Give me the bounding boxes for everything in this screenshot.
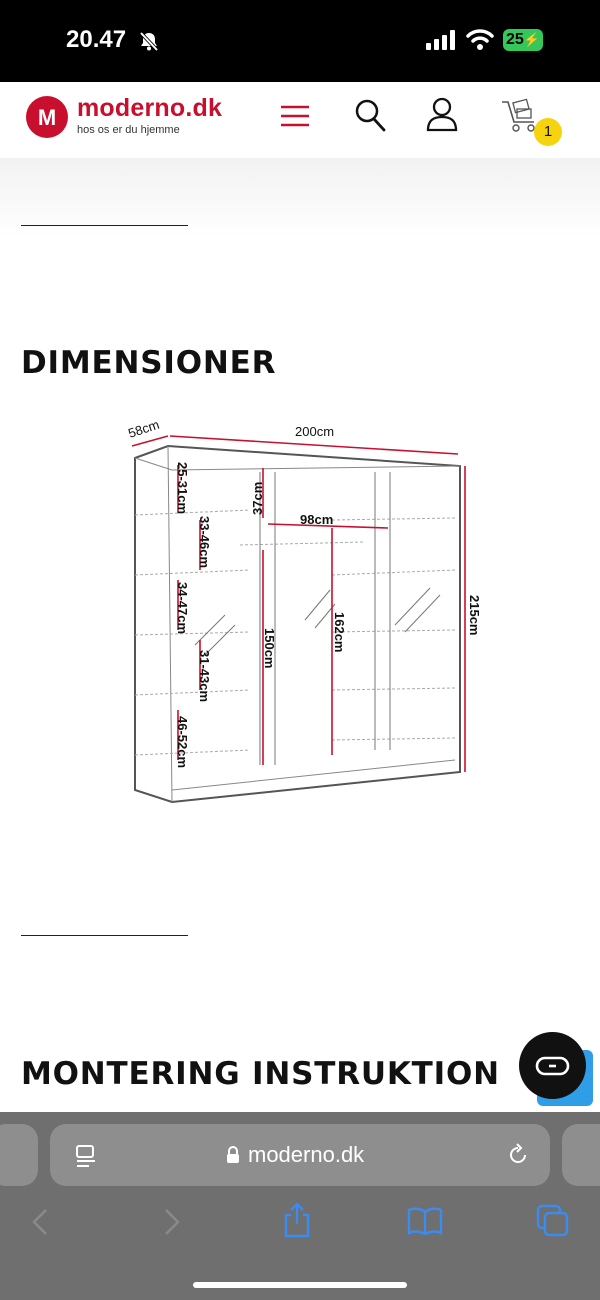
right-hang-label: 162cm xyxy=(332,612,347,652)
page-menu-icon[interactable] xyxy=(74,1144,98,1173)
back-icon[interactable] xyxy=(30,1208,50,1241)
user-icon[interactable] xyxy=(426,96,458,137)
shelf-spacing-label: 25-31cm xyxy=(175,462,190,514)
wardrobe-dimension-diagram: 58cm 200cm 215cm 37cm 98cm 150cm 162cm 2… xyxy=(120,410,500,810)
header-shadow xyxy=(0,158,600,238)
shelf-spacing-label: 31-43cm xyxy=(197,650,212,702)
rail-label: 98cm xyxy=(300,512,333,527)
menu-icon[interactable] xyxy=(280,104,310,133)
lock-icon xyxy=(226,1146,240,1169)
wifi-icon xyxy=(466,28,494,55)
depth-label: 58cm xyxy=(126,417,161,441)
home-indicator[interactable] xyxy=(193,1282,407,1288)
forward-icon[interactable] xyxy=(162,1208,182,1241)
brand-name[interactable]: moderno.dk xyxy=(77,94,223,122)
shelf-spacing-label: 46-52cm xyxy=(175,716,190,768)
url-text[interactable]: moderno.dk xyxy=(248,1142,365,1167)
status-bar: 20.47 25⚡ xyxy=(0,0,600,82)
logo-icon[interactable]: M xyxy=(26,96,68,138)
dimensions-heading: DIMENSIONER xyxy=(21,345,277,381)
logo-letter: M xyxy=(38,105,56,130)
assembly-heading: MONTERING INSTRUKTION xyxy=(21,1056,500,1092)
chat-icon xyxy=(535,1056,570,1076)
address-bar[interactable] xyxy=(50,1124,550,1186)
browser-toolbar: moderno.dk xyxy=(0,1112,600,1300)
reload-icon[interactable] xyxy=(506,1143,530,1172)
height-label: 215cm xyxy=(467,595,482,635)
cellular-signal-icon xyxy=(426,30,458,55)
chat-button[interactable] xyxy=(519,1032,586,1099)
divider xyxy=(21,225,188,226)
next-tab-pill[interactable] xyxy=(562,1124,600,1186)
battery-level: 25 xyxy=(506,31,524,48)
bookmarks-icon[interactable] xyxy=(406,1206,444,1241)
left-hang-label: 150cm xyxy=(262,628,277,668)
width-label: 200cm xyxy=(295,424,334,439)
cart-icon[interactable] xyxy=(500,96,540,139)
shelf-spacing-label: 34-47cm xyxy=(175,582,190,634)
battery-indicator: 25⚡ xyxy=(503,29,543,51)
site-header: M moderno.dk hos os er du hjemme xyxy=(0,82,600,158)
shelf-spacing-label: 33-46cm xyxy=(197,516,212,568)
cart-count-badge[interactable]: 1 xyxy=(534,118,562,146)
status-time: 20.47 xyxy=(66,26,127,53)
previous-tab-pill[interactable] xyxy=(0,1124,38,1186)
share-icon[interactable] xyxy=(282,1202,312,1243)
top-shelf-label: 37cm xyxy=(250,482,265,515)
tabs-icon[interactable] xyxy=(536,1204,570,1243)
divider xyxy=(21,935,188,936)
search-icon[interactable] xyxy=(354,98,386,137)
brand-tagline: hos os er du hjemme xyxy=(77,124,180,136)
bell-muted-icon xyxy=(138,30,160,57)
